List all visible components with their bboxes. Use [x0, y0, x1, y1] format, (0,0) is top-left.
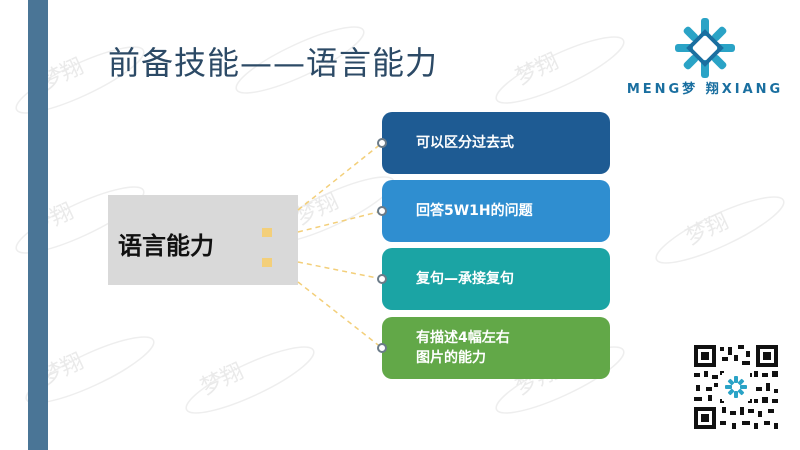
node-dot-icon [377, 343, 387, 353]
connector-line-4 [297, 281, 383, 349]
skill-item-5w1h: 回答5W1H的问题 [382, 180, 610, 242]
node-dot-icon [377, 138, 387, 148]
side-accent-bar [28, 0, 48, 450]
slide-title: 前备技能——语言能力 [108, 44, 439, 82]
skill-item-compound-sentence: 复句—承接复句 [382, 248, 610, 310]
center-node-label: 语言能力 [118, 232, 214, 260]
logo-emblem-icon [675, 18, 735, 78]
connector-port [262, 258, 272, 267]
skill-item-label: 可以区分过去式 [416, 135, 514, 151]
skill-item-label: 复句—承接复句 [416, 271, 514, 287]
connector-line-2 [297, 210, 383, 233]
node-dot-icon [377, 206, 387, 216]
skill-item-past-tense: 可以区分过去式 [382, 112, 610, 174]
connector-port [262, 228, 272, 237]
skill-item-label: 有描述4幅左右 图片的能力 [416, 328, 510, 368]
skill-item-label: 回答5W1H的问题 [416, 203, 533, 219]
skill-item-picture-description: 有描述4幅左右 图片的能力 [382, 317, 610, 379]
center-node-box [108, 195, 298, 285]
qr-code-icon [692, 343, 780, 431]
logo-brand-text: MENG梦 翔XIANG [626, 82, 784, 97]
node-dot-icon [377, 274, 387, 284]
skill-item-label-line2: 图片的能力 [416, 350, 486, 366]
connector-line-3 [297, 261, 383, 280]
connector-line-1 [297, 142, 383, 211]
skill-item-label-line1: 有描述4幅左右 [416, 330, 510, 346]
